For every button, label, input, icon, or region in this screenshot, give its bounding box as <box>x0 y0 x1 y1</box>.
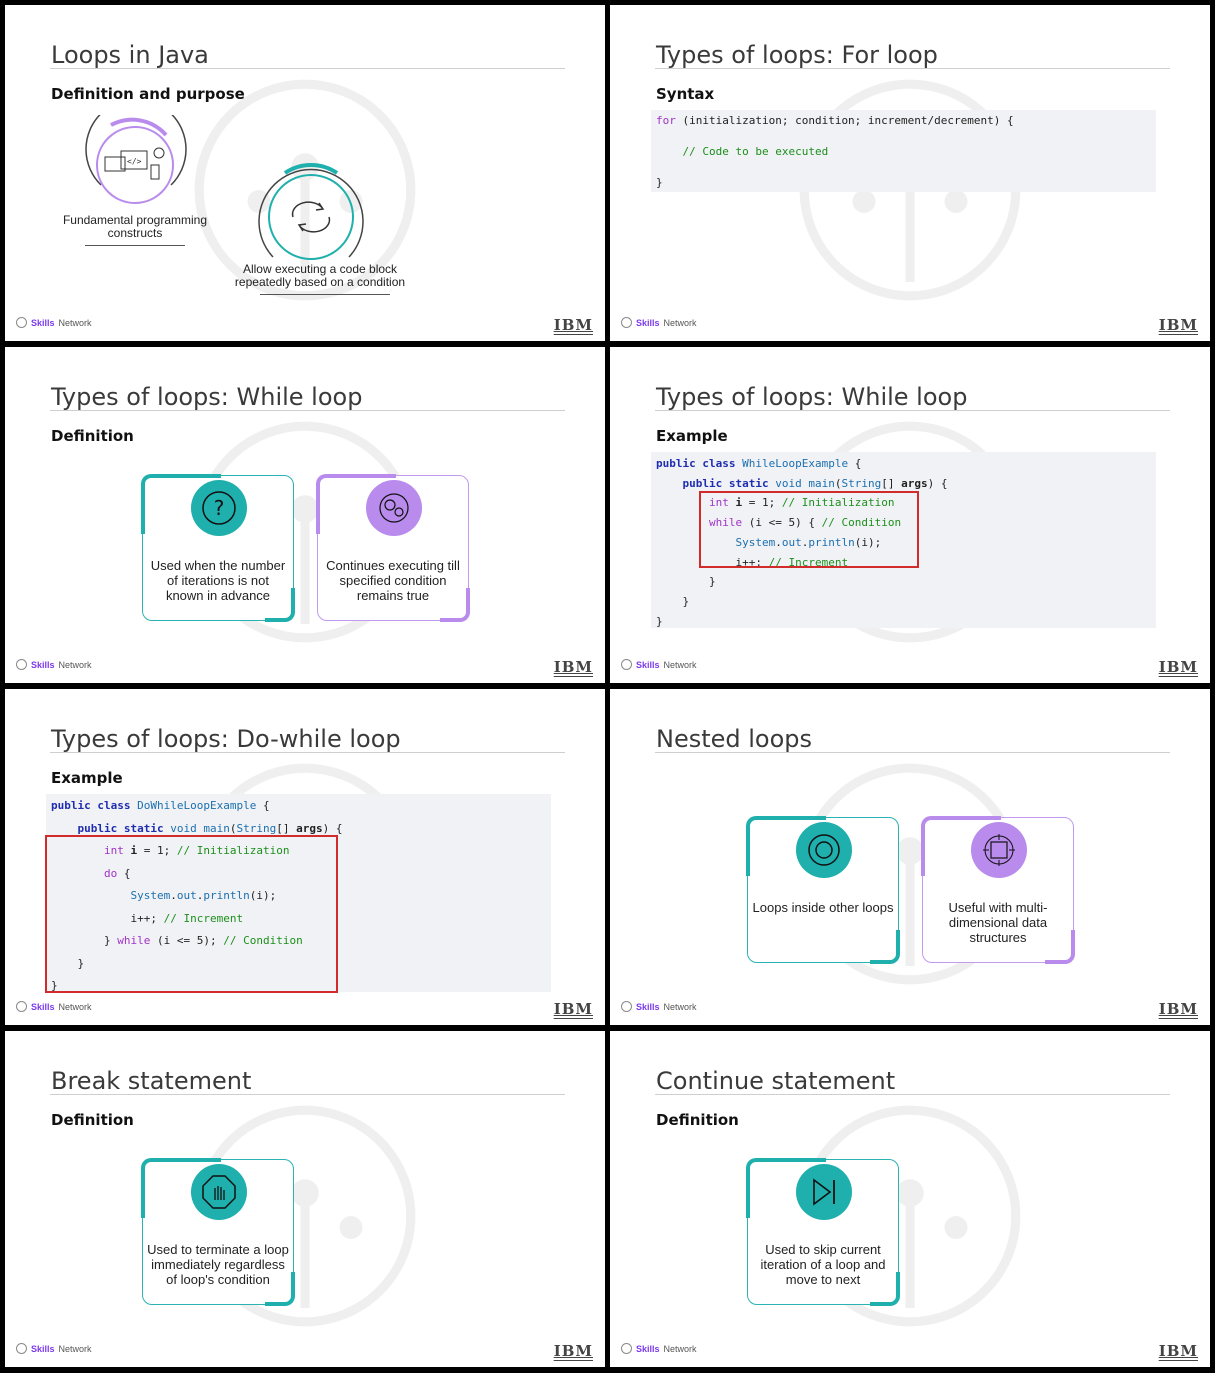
question-icon: ? <box>191 480 247 536</box>
slide-while-definition[interactable]: Types of loops: While loop Definition ? … <box>5 347 605 683</box>
ibm-logo-icon: IBM <box>553 316 593 334</box>
card-break: Used to terminate a loop immediately reg… <box>141 1158 295 1306</box>
slide-for-loop[interactable]: Types of loops: For loop Syntax for (ini… <box>610 5 1210 341</box>
slide-nested-loops[interactable]: Nested loops Loops inside other loops Us… <box>610 689 1210 1025</box>
slide-while-example[interactable]: Types of loops: While loop Example publi… <box>610 347 1210 683</box>
skills-network-icon <box>16 1001 27 1012</box>
card-continue: Used to skip current iteration of a loop… <box>746 1158 900 1306</box>
highlight-box <box>699 491 919 568</box>
title-divider <box>50 752 565 753</box>
slide-subtitle: Definition <box>656 1111 739 1129</box>
skills-network-icon <box>16 659 27 670</box>
card-multi-dimensional: Useful with multi-dimensional data struc… <box>921 816 1075 964</box>
skip-next-icon <box>796 1164 852 1220</box>
ibm-logo-icon: IBM <box>1158 1000 1198 1018</box>
skills-network-logo: Skills Network <box>621 317 697 328</box>
slide-subtitle: Syntax <box>656 85 715 103</box>
title-divider <box>655 752 1170 753</box>
loop-arrows-icon <box>258 162 364 260</box>
stop-hand-icon <box>191 1164 247 1220</box>
title-divider <box>50 1094 565 1095</box>
slide-do-while-example[interactable]: Types of loops: Do-while loop Example pu… <box>5 689 605 1025</box>
item-underline <box>260 294 390 295</box>
chip-icon <box>971 822 1027 878</box>
slide-title: Loops in Java <box>51 41 209 69</box>
ibm-logo-icon: IBM <box>553 1000 593 1018</box>
slide-loops-in-java[interactable]: Loops in Java Definition and purpose </>… <box>5 5 605 341</box>
skills-network-logo: Skills Network <box>621 1343 697 1354</box>
slide-continue-statement[interactable]: Continue statement Definition Used to sk… <box>610 1031 1210 1367</box>
skills-network-logo: Skills Network <box>621 1001 697 1012</box>
skills-network-logo: Skills Network <box>16 317 92 328</box>
skills-network-logo: Skills Network <box>16 1001 92 1012</box>
ibm-logo-icon: IBM <box>553 1342 593 1360</box>
title-divider <box>50 410 565 411</box>
ibm-logo-icon: IBM <box>1158 658 1198 676</box>
title-divider <box>50 68 565 69</box>
item-underline <box>85 245 185 246</box>
highlight-box <box>45 835 338 993</box>
slide-subtitle: Example <box>51 769 123 787</box>
slide-title: Break statement <box>51 1067 252 1095</box>
computer-code-icon: </> <box>85 115 187 204</box>
title-divider <box>655 68 1170 69</box>
slide-title: Types of loops: While loop <box>656 383 968 411</box>
slide-title: Types of loops: For loop <box>656 41 938 69</box>
slide-title: Types of loops: Do-while loop <box>51 725 401 753</box>
skills-network-icon <box>621 1001 632 1012</box>
skills-network-icon <box>16 317 27 328</box>
item-fundamental: Fundamental programming constructs <box>62 213 208 240</box>
code-block-do-while: public class DoWhileLoopExample { public… <box>46 794 551 992</box>
slide-subtitle: Example <box>656 427 728 445</box>
target-icon <box>796 822 852 878</box>
title-divider <box>655 410 1170 411</box>
slide-title: Types of loops: While loop <box>51 383 363 411</box>
slide-break-statement[interactable]: Break statement Definition Used to termi… <box>5 1031 605 1367</box>
skills-network-logo: Skills Network <box>621 659 697 670</box>
skills-network-logo: Skills Network <box>16 1343 92 1354</box>
item-allow-executing: Allow executing a code block repeatedly … <box>234 262 406 289</box>
skills-network-icon <box>16 1343 27 1354</box>
svg-text:?: ? <box>214 496 225 520</box>
skills-network-icon <box>621 659 632 670</box>
card-continues-executing: Continues executing till specified condi… <box>316 474 470 622</box>
title-divider <box>655 1094 1170 1095</box>
ibm-logo-icon: IBM <box>553 658 593 676</box>
code-block-for: for (initialization; condition; incremen… <box>651 110 1156 192</box>
ibm-logo-icon: IBM <box>1158 316 1198 334</box>
slide-subtitle: Definition <box>51 1111 134 1129</box>
skills-network-logo: Skills Network <box>16 659 92 670</box>
slide-subtitle: Definition and purpose <box>51 85 245 103</box>
code-block-while: public class WhileLoopExample { public s… <box>651 452 1156 628</box>
gears-icon <box>366 480 422 536</box>
slide-subtitle: Definition <box>51 427 134 445</box>
skills-network-icon <box>621 1343 632 1354</box>
ibm-logo-icon: IBM <box>1158 1342 1198 1360</box>
svg-text:</>: </> <box>127 157 142 166</box>
slide-title: Nested loops <box>656 725 813 753</box>
slide-title: Continue statement <box>656 1067 896 1095</box>
card-iterations-unknown: ? Used when the number of iterations is … <box>141 474 295 622</box>
skills-network-icon <box>621 317 632 328</box>
card-loops-inside: Loops inside other loops <box>746 816 900 964</box>
